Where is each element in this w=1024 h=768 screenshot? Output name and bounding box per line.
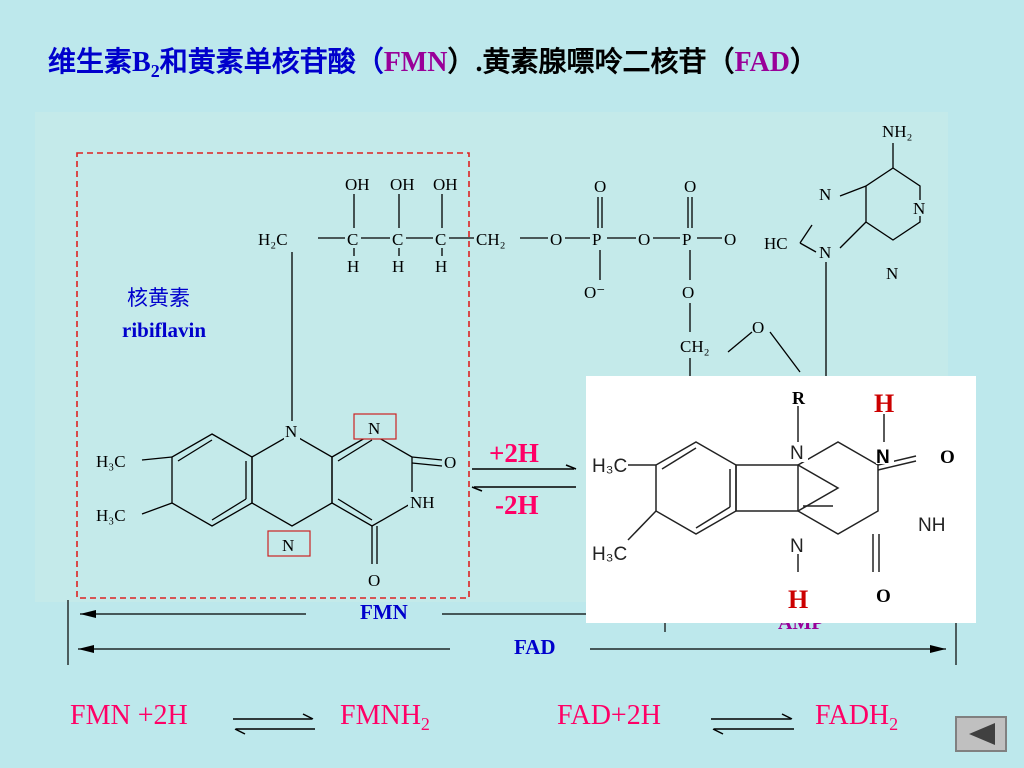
- inset-n-right: N: [876, 447, 890, 468]
- iso-me1: H₃C: [96, 452, 126, 471]
- iso-me2: H₃C: [96, 506, 126, 525]
- eq-fmnh2: FMNH2: [340, 700, 430, 735]
- reduced-flavin-inset: N N N NH O O R H H H₃C H₃C: [586, 376, 976, 623]
- riboflavin-dashed-box: [76, 152, 470, 599]
- title-part4: ）: [789, 47, 818, 78]
- iso-n5: N: [282, 536, 294, 555]
- riboflavin-en-label: ribiflavin: [122, 318, 207, 342]
- iso-o4: O: [368, 571, 380, 590]
- struct-oh1: OH: [345, 175, 370, 194]
- struct-o-ester: O: [550, 230, 562, 249]
- struct-c3: C: [435, 230, 446, 249]
- struct-o-top2: O: [684, 177, 696, 196]
- inset-n-bottom: N: [790, 536, 804, 557]
- iso-nh: NH: [410, 493, 435, 512]
- triangle-left-icon: [969, 723, 995, 745]
- riboflavin-cn-label: 核黄素: [127, 286, 190, 310]
- struct-oh3: OH: [433, 175, 458, 194]
- eq-fmnh2-text: FMNH: [340, 700, 421, 731]
- iso-n10: N: [285, 422, 297, 441]
- adenine-hc: HC: [764, 234, 788, 253]
- inset-h-top: H: [874, 389, 894, 418]
- adenine-n2: N: [886, 264, 898, 283]
- title-part1: 维生素B: [48, 47, 151, 78]
- eq-fadh2-text: FADH: [815, 700, 890, 731]
- inset-me1: H₃C: [592, 456, 627, 477]
- inset-h-bottom: H: [788, 585, 808, 614]
- title-fmn: FMN: [383, 47, 448, 78]
- title-sub1: 2: [150, 61, 160, 81]
- eq-fadh2: FADH2: [815, 700, 898, 735]
- iso-n1-highlight: [353, 413, 397, 440]
- eq-fmn-left: FMN +2H: [70, 700, 188, 731]
- struct-o-ribose: O: [752, 318, 764, 337]
- inset-n-top: N: [790, 443, 804, 464]
- title-part2: 和黄素单核苷酸（: [159, 47, 384, 78]
- inset-nh: NH: [918, 515, 945, 536]
- slide-title: 维生素B2和黄素单核苷酸（FMN）.黄素腺嘌呤二核苷（FAD）: [48, 40, 1008, 82]
- eq-fadh2-sub: 2: [889, 714, 899, 734]
- struct-ch2: CH₂: [476, 230, 506, 249]
- struct-p2: P: [682, 230, 691, 249]
- struct-o-top1: O: [594, 177, 606, 196]
- plus-2h-label: +2H: [489, 438, 539, 468]
- struct-o-minus: O⁻: [584, 283, 605, 302]
- struct-c1: C: [347, 230, 358, 249]
- struct-ch2-ribose: CH₂: [680, 337, 710, 356]
- title-fad: FAD: [734, 47, 790, 78]
- struct-h2: H: [392, 257, 404, 276]
- inset-o1: O: [940, 447, 955, 468]
- minus-2h-label: -2H: [495, 490, 539, 520]
- struct-p1: P: [592, 230, 601, 249]
- fmn-span-label: FMN: [360, 600, 408, 624]
- struct-h3: H: [435, 257, 447, 276]
- struct-o-bridge: O: [638, 230, 650, 249]
- eq-fmnh2-sub: 2: [420, 714, 430, 734]
- eq-fad-left: FAD+2H: [557, 700, 661, 731]
- adenine-n3: N: [819, 185, 831, 204]
- struct-oh2: OH: [390, 175, 415, 194]
- iso-n1: N: [368, 419, 380, 438]
- inset-me2: H₃C: [592, 544, 627, 565]
- inset-o2: O: [876, 586, 891, 607]
- struct-h2c: H₂C: [258, 230, 288, 249]
- struct-c2: C: [392, 230, 403, 249]
- iso-o2: O: [444, 453, 456, 472]
- struct-h1: H: [347, 257, 359, 276]
- title-part3: ）.黄素腺嘌呤二核苷（: [447, 47, 735, 78]
- struct-nh2: NH₂: [882, 122, 912, 141]
- adenine-n4: N: [819, 243, 831, 262]
- adenine-n1: N: [913, 199, 925, 218]
- inset-r: R: [792, 388, 806, 408]
- fad-span-label: FAD: [514, 635, 556, 659]
- struct-o-term: O: [724, 230, 736, 249]
- back-button[interactable]: [955, 716, 1007, 752]
- iso-n5-highlight: [267, 530, 311, 557]
- struct-o-down: O: [682, 283, 694, 302]
